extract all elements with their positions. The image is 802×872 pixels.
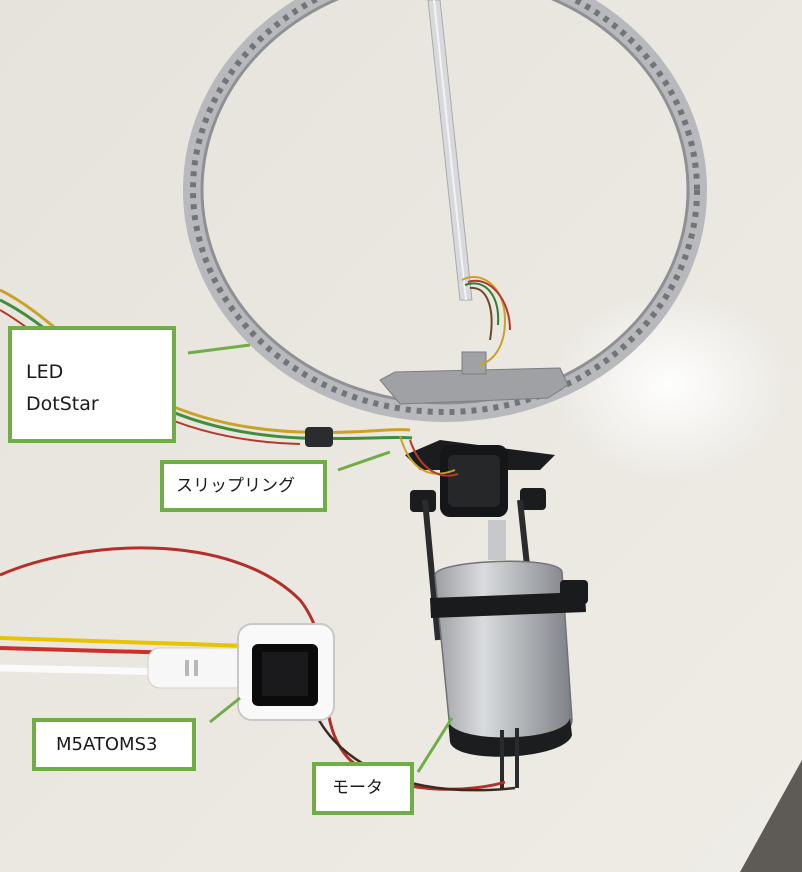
- slip-ring-label: スリップリング: [160, 460, 327, 512]
- led-label-line1: LED: [26, 361, 64, 383]
- slip-ring-wires: [461, 275, 511, 366]
- m5atoms3-device: [237, 623, 335, 721]
- led-ring: [183, 0, 707, 422]
- m5atoms3-label: M5ATOMS3: [32, 718, 196, 771]
- callout-lines: [187, 343, 454, 773]
- central-shaft: [427, 0, 473, 301]
- motor-label: モータ: [312, 762, 414, 815]
- led-label-line2: DotStar: [26, 393, 99, 415]
- floor-corner: [740, 760, 802, 872]
- dc-motor: [430, 520, 588, 790]
- ring-bracket: [379, 367, 569, 405]
- led-dotstar-label: LED DotStar: [8, 326, 176, 443]
- light-glare: [550, 290, 790, 480]
